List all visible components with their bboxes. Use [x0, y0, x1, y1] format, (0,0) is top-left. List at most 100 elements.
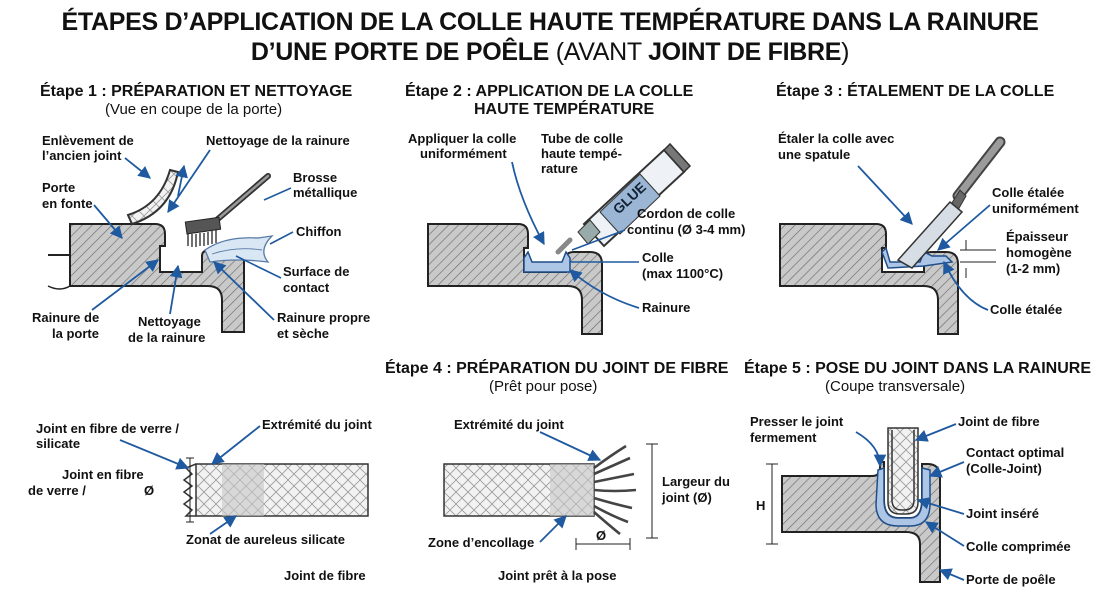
title-end-part: ) [841, 38, 850, 66]
step5-compressed-glue [875, 466, 931, 527]
label-surface-1: Surface de [283, 264, 349, 279]
label-spread-2: une spatule [778, 147, 850, 162]
label-press-2: fermement [750, 430, 817, 445]
step2-heading-2: HAUTE TEMPÉRATURE [474, 99, 654, 118]
label-glue-zone: Zone d’encollage [428, 535, 534, 550]
step3-heading: Étape 3 : ÉTALEMENT DE LA COLLE [776, 81, 1055, 100]
leader-cloth [269, 231, 294, 245]
title-normal-part: (AVANT [549, 38, 649, 66]
title-bold-part-2: JOINT DE FIBRE [648, 38, 842, 66]
label-thickness-2: homogène [1006, 245, 1072, 260]
step1-subheading: (Vue en coupe de la porte) [105, 101, 282, 118]
height-label: H [756, 498, 765, 513]
label-joint-type-1: Joint en fibre de verre / [36, 421, 179, 436]
leader-compressed [924, 521, 965, 547]
rope-right-frayed-end [593, 444, 637, 536]
label-groove-door-1: Rainure de [32, 310, 99, 325]
label-tube-1: Tube de colle [541, 131, 623, 146]
label-clean-dry-1: Rainure propre [277, 310, 370, 325]
label-spread-even-2: uniformément [992, 201, 1079, 216]
step2-panel: Étape 2 : APPLICATION DE LA COLLE HAUTE … [405, 81, 745, 335]
main-title-line2: D’UNE PORTE DE POÊLE (AVANT JOINT DE FIB… [0, 38, 1100, 67]
label-glue-1: Colle [642, 250, 674, 265]
label-width-1: Largeur du [662, 474, 730, 489]
step5-heading: Étape 5 : POSE DU JOINT DANS LA RAINURE [744, 358, 1091, 377]
label-spread-even-1: Colle étalée [992, 185, 1064, 200]
thickness-dimension [960, 240, 996, 278]
label-door: Porte de poêle [966, 572, 1056, 587]
label-brush-2: métallique [293, 185, 357, 200]
leader-clean-dry [213, 261, 275, 321]
label-compressed: Colle comprimée [966, 539, 1071, 554]
label-press-1: Presser le joint [750, 414, 844, 429]
title-bold-part: D’UNE PORTE DE POÊLE [250, 38, 550, 66]
height-dimension [766, 463, 778, 545]
label-ready: Joint prêt à la pose [498, 568, 616, 583]
leader-joint-type [119, 439, 190, 470]
label-cleaning-bottom-1: Nettoyage [138, 314, 201, 329]
lift-arrow [175, 164, 188, 197]
leader-contact [928, 461, 965, 478]
label-groove: Rainure [642, 300, 690, 315]
main-title-line1: ÉTAPES D’APPLICATION DE LA COLLE HAUTE T… [61, 8, 1039, 36]
label-bead-2: continu (Ø 3-4 mm) [627, 222, 745, 237]
label-apply-1: Appliquer la colle [408, 131, 516, 146]
label-joint-type2-1: Joint en fibre [62, 467, 144, 482]
rope-right-diameter-line [575, 538, 631, 550]
rope-right-glue-zone [550, 464, 594, 516]
label-glue-2: (max 1100°C) [642, 266, 723, 281]
label-cloth: Chiffon [296, 224, 342, 239]
leader-door [938, 568, 965, 581]
label-zone-silicate: Zonat de aureleus silicate [186, 532, 345, 547]
label-cleaning-bottom-2: de la rainure [128, 330, 205, 345]
step5-subheading: (Coupe transversale) [825, 378, 965, 395]
label-door-2: en fonte [42, 196, 93, 211]
label-door-1: Porte [42, 180, 75, 195]
glue-tube-icon: GLUE [555, 142, 692, 255]
step2-heading-1: Étape 2 : APPLICATION DE LA COLLE [405, 81, 694, 100]
label-bead-1: Cordon de colle [637, 206, 735, 221]
step2-glue-in-groove [523, 250, 571, 273]
leader-end-right [539, 431, 602, 461]
label-brush-1: Brosse [293, 170, 337, 185]
leader-groove-door [91, 259, 160, 311]
leader-spread-glue [943, 260, 989, 311]
leader-fiber [914, 423, 957, 442]
label-end-right: Extrémité du joint [454, 417, 564, 432]
step4-subheading: (Prêt pour pose) [489, 378, 597, 395]
rope-left-diameter-label: Ø [144, 483, 154, 498]
leader-surface [235, 255, 282, 279]
label-width-2: joint (Ø) [661, 490, 712, 505]
rope-left-silicate-zone [222, 464, 264, 516]
label-surface-2: contact [283, 280, 330, 295]
leader-bead [571, 229, 626, 251]
leader-glue-zone [539, 515, 567, 543]
step2-door-section [427, 223, 603, 335]
label-joint-type2-2: de verre / [28, 483, 86, 498]
step4-panel: Étape 4 : PRÉPARATION DU JOINT DE FIBRE … [28, 358, 730, 583]
leader-door [93, 204, 123, 239]
label-spread-1: Étaler la colle avec [778, 131, 894, 146]
label-clean-dry-2: et sèche [277, 326, 329, 341]
label-old-joint-1: Enlèvement de [42, 133, 134, 148]
step1-panel: Étape 1 : PRÉPARATION ET NETTOYAGE (Vue … [32, 81, 370, 345]
label-thickness-3: (1-2 mm) [1006, 261, 1060, 276]
label-thickness-1: Épaisseur [1006, 229, 1068, 244]
label-fiber-joint: Joint de fibre [284, 568, 366, 583]
step3-panel: Étape 3 : ÉTALEMENT DE LA COLLE Étaler l… [776, 81, 1079, 335]
rope-right-diameter-label: Ø [596, 528, 606, 543]
label-contact-1: Contact optimal [966, 445, 1064, 460]
leader-spread [857, 165, 913, 225]
label-joint-type-2: silicate [36, 436, 80, 451]
leader-end-left [211, 425, 261, 465]
leader-apply [511, 161, 545, 246]
leader-old-joint [124, 157, 151, 179]
label-groove-door-2: la porte [52, 326, 99, 341]
spatula-icon [896, 136, 1006, 269]
label-contact-2: (Colle-Joint) [966, 461, 1042, 476]
label-spread-glue: Colle étalée [990, 302, 1062, 317]
label-tube-3: rature [541, 161, 578, 176]
step4-heading: Étape 4 : PRÉPARATION DU JOINT DE FIBRE [385, 358, 729, 377]
step5-panel: Étape 5 : POSE DU JOINT DANS LA RAINURE … [744, 358, 1091, 587]
leader-groove [569, 269, 640, 309]
